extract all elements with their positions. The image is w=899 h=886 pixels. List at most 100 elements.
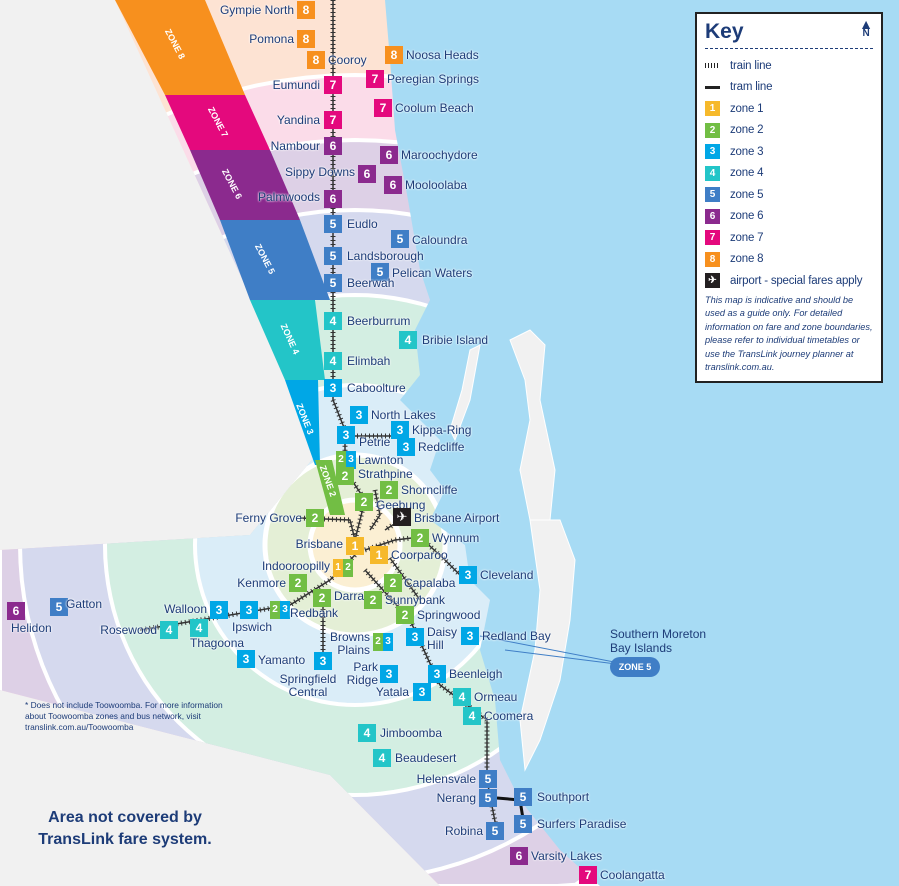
key-item-label: zone 1 (730, 102, 764, 115)
tram-line-icon (705, 85, 720, 89)
station-zone-badge[interactable]: 7 (374, 99, 392, 117)
zone-number: 7 (579, 866, 597, 884)
station-zone-badge[interactable]: 3 (237, 650, 255, 668)
station-zone-badge[interactable]: 5 (324, 215, 342, 233)
zone-number: 4 (358, 724, 376, 742)
station-label: Jimboomba (380, 726, 443, 740)
station-zone-badge[interactable]: 5 (371, 263, 389, 281)
station-zone-badge[interactable]: 6 (324, 190, 342, 208)
station-zone-badge[interactable]: 8 (297, 30, 315, 48)
station-label: Cooroy (328, 53, 367, 67)
station-zone-badge[interactable]: 3 (314, 652, 332, 670)
zone-number: 5 (514, 815, 532, 833)
station-zone-badge[interactable]: 2 (396, 606, 414, 624)
north-label: N (862, 28, 870, 39)
station-zone-badge[interactable]: 2 (364, 591, 382, 609)
station-label: Landsborough (347, 249, 424, 263)
station-zone-badge[interactable]: 4 (324, 312, 342, 330)
station-label: Robina (444, 824, 483, 838)
station-zone-badge[interactable]: 2 (306, 509, 324, 527)
station-label: Noosa Heads (406, 48, 479, 62)
station-zone-badge[interactable]: 6 (510, 847, 528, 865)
station-zone-badge[interactable]: 4 (463, 707, 481, 725)
zone-swatch: 2 (705, 122, 720, 138)
station-zone-badge[interactable]: 3 (324, 379, 342, 397)
station-label: Gatton (66, 597, 103, 611)
station-zone-badge[interactable]: 3 (210, 601, 228, 619)
station-zone-badge[interactable]: 5 (479, 789, 497, 807)
station-zone-badge[interactable]: 6 (324, 137, 342, 155)
train-line-ties (367, 489, 383, 532)
station-zone-badge[interactable]: 4 (324, 352, 342, 370)
station-zone-badge[interactable]: 5 (324, 274, 342, 292)
station-zone-badge[interactable]: 3 (337, 426, 355, 444)
station-zone-badge[interactable]: 7 (579, 866, 597, 884)
key-item-label: zone 6 (730, 210, 764, 223)
station-zone-badge[interactable]: 2 (384, 574, 402, 592)
station-zone-badge[interactable]: 4 (190, 619, 208, 637)
station-zone-badge[interactable]: 2 (411, 529, 429, 547)
station-zone-badge[interactable]: 3 (413, 683, 431, 701)
station-zone-badge[interactable]: 3 (350, 406, 368, 424)
station-zone-badge[interactable]: 8 (297, 1, 315, 19)
station-zone-badge[interactable]: 1 (346, 537, 364, 555)
station-zone-badge[interactable]: 6 (358, 165, 376, 183)
station-label: Varsity Lakes (531, 849, 603, 863)
zone-5-band (220, 220, 330, 300)
islands-zone-pill: ZONE 5 (610, 657, 660, 677)
zone-number: 2 (373, 633, 383, 651)
airport-label: Brisbane Airport (414, 511, 500, 525)
station-zone-badge[interactable]: 2 (380, 481, 398, 499)
station-zone-badge[interactable]: 8 (385, 46, 403, 64)
station-zone-badge[interactable]: 4 (358, 724, 376, 742)
station-zone-badge[interactable]: 3 (397, 438, 415, 456)
station-zone-badge[interactable]: 6 (384, 176, 402, 194)
airport-marker[interactable]: ✈ (393, 508, 411, 526)
station-zone-badge[interactable]: 3 (380, 665, 398, 683)
station-label: Southport (537, 790, 590, 804)
station-zone-badge[interactable]: 4 (373, 749, 391, 767)
zone-number: 5 (50, 598, 68, 616)
station-zone-badge[interactable]: 2 (336, 467, 354, 485)
station-zone-badge[interactable]: 5 (50, 598, 68, 616)
key-item-label: train line (730, 59, 772, 72)
station-zone-badge[interactable]: 5 (324, 247, 342, 265)
station-label: Sippy Downs (284, 165, 355, 179)
station-label: Caboolture (347, 381, 406, 395)
station-zone-badge[interactable]: 1 (370, 546, 388, 564)
station-zone-badge[interactable]: 8 (307, 51, 325, 69)
station-zone-badge[interactable]: 6 (380, 146, 398, 164)
station-zone-badge[interactable]: 3 (406, 628, 424, 646)
station-zone-badge[interactable]: 3 (428, 665, 446, 683)
zone-number: 2 (343, 559, 353, 577)
station-zone-badge[interactable]: 2 (313, 589, 331, 607)
station-zone-badge[interactable]: 3 (391, 421, 409, 439)
station-zone-badge[interactable]: 3 (459, 566, 477, 584)
station-zone-badge[interactable]: 7 (324, 111, 342, 129)
station-zone-badge[interactable]: 3 (240, 601, 258, 619)
station-zone-badge[interactable]: 5 (486, 822, 504, 840)
station-zone-badge[interactable]: 7 (324, 76, 342, 94)
station-zone-badge[interactable]: 4 (453, 688, 471, 706)
station-zone-badge[interactable]: 3 (461, 627, 479, 645)
station-zone-badge[interactable]: 6 (7, 602, 25, 620)
zone-number: 7 (324, 111, 342, 129)
station-zone-badge[interactable]: 2 (355, 493, 373, 511)
station-zone-badge[interactable]: 5 (514, 815, 532, 833)
station-label: Petrie (359, 435, 391, 449)
station-zone-badge[interactable]: 2 (289, 574, 307, 592)
station-zone-badge[interactable]: 7 (366, 70, 384, 88)
station-zone-badge[interactable]: 5 (391, 230, 409, 248)
station-zone-badge[interactable]: 4 (399, 331, 417, 349)
station-label: Yamanto (258, 653, 306, 667)
station-zone-badge[interactable]: 5 (479, 770, 497, 788)
zone-number: 3 (240, 601, 258, 619)
station-zone-badge[interactable]: 4 (160, 621, 178, 639)
station-zone-badge[interactable]: 5 (514, 788, 532, 806)
station-label: North Lakes (371, 408, 436, 422)
